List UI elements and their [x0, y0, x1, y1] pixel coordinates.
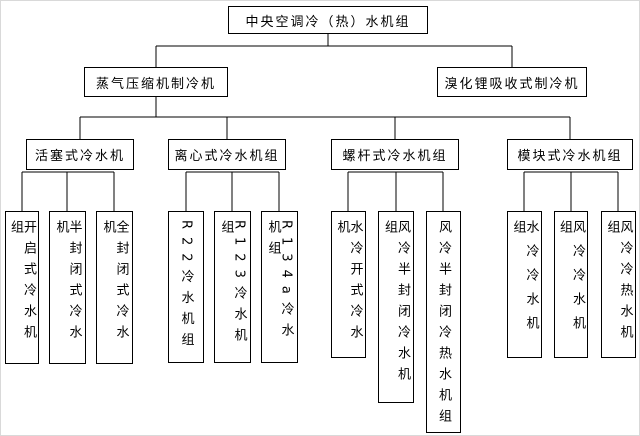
node-screw-chiller-unit: 螺杆式冷水机组 [331, 139, 459, 170]
node-piston-chiller: 活塞式冷水机 [26, 139, 134, 170]
node-hermetic-chiller: 全封闭式冷水机 [96, 211, 133, 364]
leaf-label: R134a冷水机组 [265, 220, 294, 344]
leaf-label: 半封闭式冷水机 [53, 220, 82, 346]
leaf-label: 水冷开式冷水机 [334, 220, 363, 346]
leaf-label: 全封闭式冷水机 [100, 220, 129, 346]
leaf-label: 风冷半封闭冷热水机组 [436, 220, 451, 430]
node-water-cooled-open-chiller: 水冷开式冷水机 [331, 211, 366, 358]
leaf-label: 风冷半封闭冷水机组 [382, 220, 410, 388]
leaf-label: 开启式冷水机组 [8, 220, 36, 346]
node-semi-hermetic-chiller: 半封闭式冷水机 [49, 211, 86, 364]
node-central-ac-water-unit: 中央空调冷（热）水机组 [228, 6, 428, 34]
node-lithium-bromide-absorption-chiller: 溴化锂吸收式制冷机 [437, 67, 587, 97]
node-air-cooled-heat-chiller-unit: 风冷冷热水机组 [601, 211, 636, 358]
leaf-label: 风冷冷热水机组 [604, 220, 633, 346]
leaf-label: R123冷水机组 [218, 220, 247, 349]
leaf-label: R22冷水机组 [178, 220, 194, 354]
node-water-cooled-chiller-unit: 水冷冷水机组 [507, 211, 542, 358]
leaf-label: 水冷冷水机组 [510, 220, 539, 340]
node-centrifugal-chiller-unit: 离心式冷水机组 [168, 139, 286, 170]
node-air-cooled-semi-hermetic-chiller-unit: 风冷半封闭冷水机组 [378, 211, 414, 403]
node-vapor-compression-chiller: 蒸气压缩机制冷机 [84, 67, 228, 97]
node-air-cooled-chiller-unit: 风冷冷水机组 [554, 211, 588, 358]
leaf-label: 风冷冷水机组 [557, 220, 585, 340]
node-r123-chiller-unit: R123冷水机组 [214, 211, 251, 363]
node-r22-chiller-unit: R22冷水机组 [168, 211, 204, 363]
node-air-cooled-semi-hermetic-heat-chiller-unit: 风冷半封闭冷热水机组 [426, 211, 461, 433]
node-open-type-chiller-unit: 开启式冷水机组 [5, 211, 39, 364]
node-r134a-chiller-unit: R134a冷水机组 [261, 211, 298, 363]
node-modular-chiller-unit: 模块式冷水机组 [507, 139, 633, 170]
